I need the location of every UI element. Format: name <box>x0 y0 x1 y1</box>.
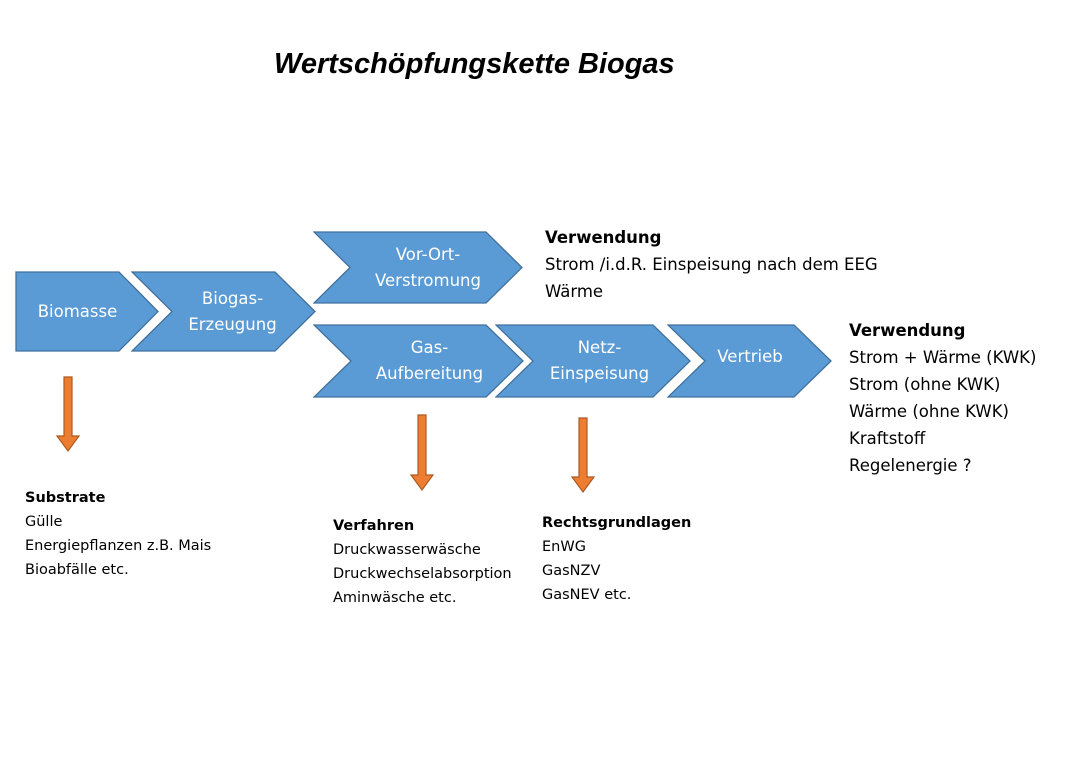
chevron-label-line: Aufbereitung <box>375 364 484 383</box>
chevron-shape <box>667 324 832 398</box>
chevron-label: Biogas- Erzeugung <box>151 271 314 352</box>
block-item: Aminwäsche etc. <box>333 590 457 606</box>
chevron-label-line: Erzeugung <box>188 314 277 334</box>
chevron-label: Gas- Aufbereitung <box>333 324 526 398</box>
block-heading: Rechtsgrundlagen <box>542 515 692 531</box>
chevron-vertrieb: Vertrieb <box>667 324 833 398</box>
block-item: Strom (ohne KWK) <box>849 375 1001 394</box>
block-heading: Substrate <box>25 490 106 506</box>
chevron-biogas-erzeugung: Biogas- Erzeugung <box>131 271 317 352</box>
verwendung-right-block: Verwendung Strom + Wärme (KWK) Strom (oh… <box>849 317 1036 479</box>
block-item: EnWG <box>542 539 586 555</box>
block-item: Bioabfälle etc. <box>25 562 129 578</box>
block-item: GasNZV <box>542 563 601 579</box>
chevron-shape <box>15 271 159 352</box>
verfahren-block: Verfahren Druckwasserwäsche Druckwechsel… <box>333 514 512 610</box>
chevron-label-line: Netz- <box>577 338 622 357</box>
substrate-block: Substrate Gülle Energiepflanzen z.B. Mai… <box>25 486 211 582</box>
down-arrow-icon <box>570 417 596 494</box>
block-item: Kraftstoff <box>849 429 926 448</box>
chevron-label-line: Gas- <box>410 338 449 357</box>
chevron-netz-einspeisung: Netz- Einspeisung <box>495 324 692 398</box>
chevron-shape <box>313 231 523 304</box>
down-arrow-icon <box>409 414 435 492</box>
chevron-shape <box>313 324 524 398</box>
block-heading: Verwendung <box>545 228 662 247</box>
chevron-label-line: Vertrieb <box>717 347 783 366</box>
block-item: Druckwechselabsorption <box>333 566 512 582</box>
block-heading: Verfahren <box>333 518 415 534</box>
chevron-label-line: Vor-Ort- <box>395 244 461 264</box>
chevron-label-line: Biogas- <box>201 288 264 308</box>
block-item: Druckwasserwäsche <box>333 542 481 558</box>
chevron-biomasse: Biomasse <box>15 271 160 352</box>
block-item: Wärme <box>545 282 604 301</box>
diagram-title: Wertschöpfungskette Biogas <box>274 48 675 80</box>
chevron-label: Biomasse <box>15 271 140 352</box>
block-heading: Verwendung <box>849 321 966 340</box>
block-item: Gülle <box>25 514 63 530</box>
block-item: Strom + Wärme (KWK) <box>849 348 1037 367</box>
block-item: Regelenergie ? <box>849 456 972 475</box>
chevron-vor-ort-verstromung: Vor-Ort- Verstromung <box>313 231 524 304</box>
verwendung-top-block: Verwendung Strom /i.d.R. Einspeisung nac… <box>545 224 878 305</box>
chevron-label: Netz- Einspeisung <box>507 324 692 398</box>
chevron-label-line: Biomasse <box>37 301 118 321</box>
chevron-shape <box>131 271 316 352</box>
chevron-shape <box>495 324 691 398</box>
down-arrow-icon <box>55 376 81 453</box>
chevron-label: Vor-Ort- Verstromung <box>331 231 525 304</box>
block-item: GasNEV etc. <box>542 587 632 603</box>
chevron-label-line: Verstromung <box>375 270 481 290</box>
chevron-gas-aufbereitung: Gas- Aufbereitung <box>313 324 525 398</box>
chevron-label: Vertrieb <box>681 320 819 394</box>
rechtsgrundlagen-block: Rechtsgrundlagen EnWG GasNZV GasNEV etc. <box>542 511 691 607</box>
block-item: Energiepflanzen z.B. Mais <box>25 538 212 554</box>
block-item: Wärme (ohne KWK) <box>849 402 1009 421</box>
chevron-label-line: Einspeisung <box>549 364 650 383</box>
block-item: Strom /i.d.R. Einspeisung nach dem EEG <box>545 255 878 274</box>
